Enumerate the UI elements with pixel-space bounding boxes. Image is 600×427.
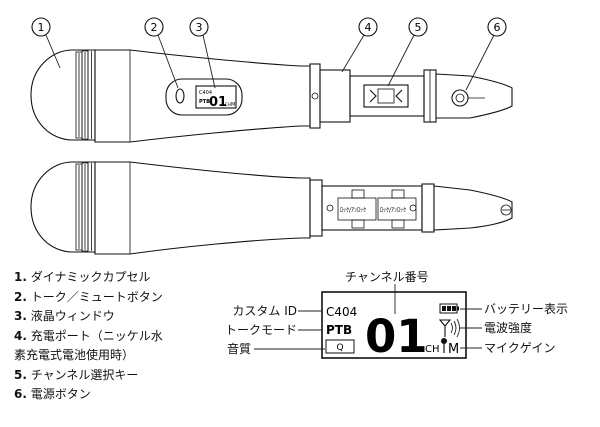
collar-top [309,63,321,129]
battery-compartment [321,185,423,231]
lcd-window-small [195,85,237,109]
lcd-channel-number: 01 [365,310,428,363]
legend-item: 6. 電源ボタン [14,387,91,401]
callout-6: 6 [494,21,501,34]
callout-1: 1 [38,21,45,34]
callout-4: 4 [365,21,372,34]
callout-3: 3 [196,21,203,34]
lock-label-left: ﾛｯｸ/ｱﾝﾛｯｸ [340,207,366,214]
label-channel-number: チャンネル番号 [345,270,429,284]
legend-item: 2. トーク／ミュートボタン [14,289,163,304]
signal-strength-icon [438,318,460,338]
lcd-sound-quality-box [325,339,355,354]
lcd-talk-mode: PTB [326,323,352,337]
mic-rear-view: ﾛｯｸ/ｱﾝﾛｯｸ ﾛｯｸ/ｱﾝﾛｯｸ [30,161,513,255]
legend-item: 5. チャンネル選択キー [14,367,139,382]
lock-label-right: ﾛｯｸ/ｱﾝﾛｯｸ [380,207,406,214]
legend-item: 3. 液晶ウィンドウ [14,309,115,323]
handle-top [94,49,311,143]
mic-top-view: C404 PTB 01 CH M [30,49,513,143]
lcd-small-mode: PTB [199,99,210,105]
lcd-window-housing [165,78,243,116]
charging-port [349,75,425,117]
lcd-small-mic-gain: M [231,102,235,108]
lcd-sound-quality: Q [336,343,343,353]
tail-top [435,73,513,119]
legend-item: 4. 充電ポート（ニッケル水 [14,328,163,343]
parts-legend: 1. ダイナミックカプセル 2. トーク／ミュートボタン 3. 液晶ウィンドウ … [14,268,214,405]
callout-5: 5 [415,21,422,34]
lcd-mic-gain: M [448,342,459,357]
battery-icon [439,303,459,314]
lcd-small-id: C404 [199,90,212,96]
callout-markers: 1 2 3 4 5 6 [31,17,507,91]
callout-2: 2 [151,21,158,34]
channel-select-keys[interactable] [363,84,409,108]
label-sound-quality: 音質 [227,342,252,356]
label-battery: バッテリー表示 [484,302,569,316]
lcd-small-channel: 01 [209,95,227,110]
lcd-small-ch: CH [225,102,231,107]
lcd-detail: C404 PTB Q 01 CH M [254,284,482,363]
label-custom-id: カスタム ID [232,304,297,318]
legend-item: 1. ダイナミックカプセル [14,270,151,284]
grille-ring-top [75,49,96,141]
label-mic-gain: マイクゲイン [484,341,556,355]
lcd-custom-id: C404 [326,305,357,319]
mic-gain-icon: M [441,338,459,357]
lcd-ch: CH [425,344,440,355]
label-talk-mode: トークモード [224,323,297,337]
talk-mute-button[interactable] [175,88,185,104]
lcd-panel [321,291,467,359]
label-signal: 電波強度 [484,321,533,335]
legend-item-continued: 素充電式電池使用時） [14,348,135,362]
